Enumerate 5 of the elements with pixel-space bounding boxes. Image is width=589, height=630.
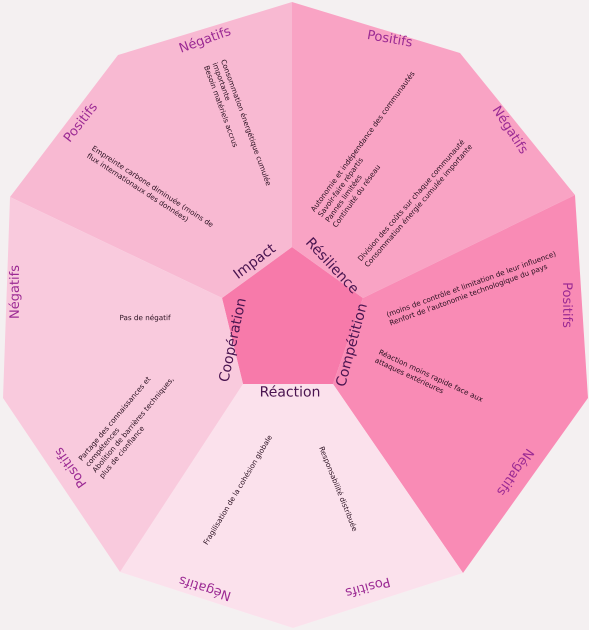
side-label: Positifs — [368, 30, 412, 46]
side-label: Positifs — [562, 283, 574, 328]
section-heading: Réaction — [260, 385, 320, 397]
side-label: Positifs — [346, 578, 390, 598]
side-label: Négatifs — [8, 266, 22, 318]
